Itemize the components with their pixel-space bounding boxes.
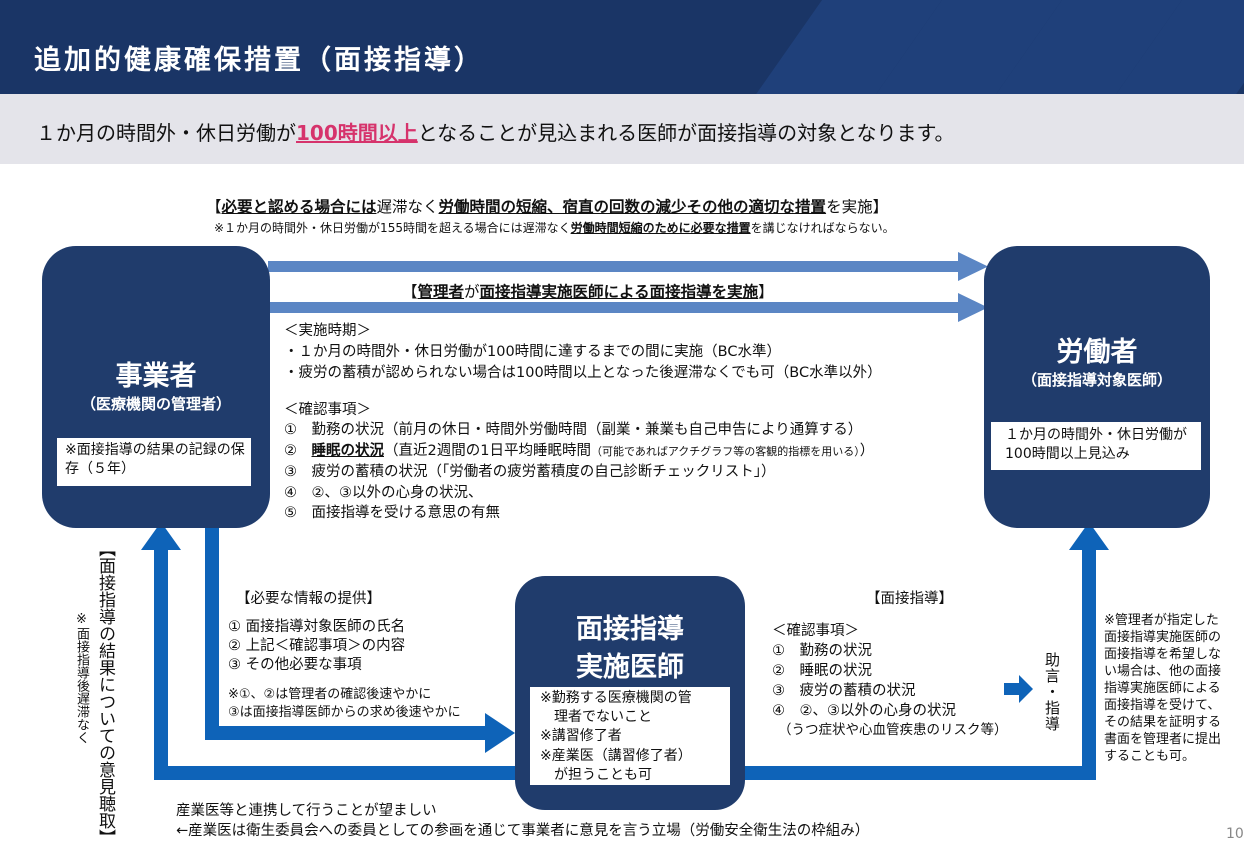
highlight-text: 100時間以上 bbox=[296, 121, 418, 145]
subtitle-banner bbox=[0, 94, 1244, 164]
info-heading: 【必要な情報の提供】 bbox=[236, 591, 381, 607]
interview-subheading: ＜確認事項＞ bbox=[772, 623, 859, 639]
worker-title: 労働者 bbox=[1056, 337, 1138, 368]
worker-note: １か月の時間外・休日労働が100時間以上見込み bbox=[990, 421, 1202, 471]
interview-item-3: ③ 疲労の蓄積の状況 bbox=[772, 683, 916, 699]
opinion-hearing-label: 【面接指導の結果についての意見聴取】 bbox=[95, 540, 115, 846]
worker-box bbox=[984, 246, 1210, 528]
employer-note: ※面接指導の結果の記録の保存（５年） bbox=[56, 437, 252, 487]
interview-item-2: ② 睡眠の状況 bbox=[772, 663, 872, 679]
timing-item-1: ・１か月の時間外・休日労働が100時間に達するまでの間に実施（BC水準） bbox=[284, 344, 781, 360]
check-item-5: ⑤ 面接指導を受ける意思の有無 bbox=[284, 505, 500, 521]
header-bar bbox=[0, 0, 1244, 94]
check-item-1: ① 勤務の状況（前月の休日・時間外労働時間（副業・兼業も自己申告により通算する） bbox=[284, 422, 863, 438]
employer-subtitle: （医療機関の管理者） bbox=[80, 395, 231, 413]
info-item-2: ② 上記＜確認事項＞の内容 bbox=[228, 638, 406, 654]
advice-label: 助言・指導 bbox=[1043, 652, 1061, 732]
doctor-title-line1: 面接指導 bbox=[576, 614, 684, 645]
worker-subtitle: （面接指導対象医師） bbox=[1021, 371, 1172, 389]
arrow-doctor-to-worker bbox=[744, 522, 1109, 780]
check-item-4: ④ ②、③以外の心身の状況、 bbox=[284, 485, 483, 501]
banner-text: １か月の時間外・休日労働が100時間以上となることが見込まれる医師が面接指導の対… bbox=[36, 121, 955, 145]
page-number: 10 bbox=[1226, 826, 1244, 842]
employer-title: 事業者 bbox=[115, 361, 197, 392]
check-item-3: ③ 疲労の蓄積の状況（「労働者の疲労蓄積度の自己診断チェックリスト」） bbox=[284, 464, 776, 480]
arrow-employer-to-worker-1 bbox=[268, 252, 988, 281]
timing-item-2: ・疲労の蓄積が認められない場合は100時間以上となった後遅滞なくでも可（BC水準… bbox=[284, 365, 882, 381]
opinion-hearing-note: ※面接指導後遅滞なく bbox=[74, 612, 89, 744]
page-title: 追加的健康確保措置（面接指導） bbox=[34, 45, 484, 76]
top-note-line1: 【必要と認める場合には遅滞なく労働時間の短縮、宿直の回数の減少その他の適切な措置… bbox=[206, 198, 889, 216]
interview-item-1: ① 勤務の状況 bbox=[772, 643, 872, 659]
right-note: ※管理者が指定した 面接指導実施医師の 面接指導を希望しな い場合は、他の面接 … bbox=[1104, 613, 1222, 764]
top-note-line2: ※１か月の時間外・休日労働が155時間を超える場合には遅滞なく労働時間短縮のため… bbox=[214, 221, 895, 235]
interview-item-4: ④ ②、③以外の心身の状況 bbox=[772, 703, 956, 719]
arrow-info-to-doctor bbox=[205, 528, 515, 753]
arrow-opinion-to-employer bbox=[141, 522, 521, 780]
check-heading: ＜確認事項＞ bbox=[284, 402, 371, 418]
interview-heading: 【面接指導】 bbox=[866, 591, 953, 607]
doctor-notes: ※勤務する医療機関の管 理者でないこと ※講習修了者 ※産業医（講習修了者） が… bbox=[529, 686, 731, 786]
info-note-1: ※①、②は管理者の確認後速やかに bbox=[228, 687, 432, 702]
bottom-note-1: 産業医等と連携して行うことが望ましい bbox=[176, 803, 437, 819]
interview-item-4-note: （うつ症状や心血管疾患のリスク等） bbox=[778, 722, 1008, 738]
bottom-note-2: ←産業医は衛生委員会への委員としての参画を通じて事業者に意見を言う立場（労働安全… bbox=[176, 823, 870, 839]
info-item-1: ① 面接指導対象医師の氏名 bbox=[228, 619, 406, 635]
doctor-title-line2: 実施医師 bbox=[576, 652, 684, 683]
arrow-employer-to-worker-2 bbox=[268, 293, 988, 322]
info-item-3: ③ その他必要な事項 bbox=[228, 657, 362, 673]
check-item-2: ② 睡眠の状況（直近2週間の1日平均睡眠時間（可能であればアクチグラフ等の客観的… bbox=[284, 443, 875, 459]
advice-arrow bbox=[1004, 675, 1033, 703]
info-note-2: ③は面接指導医師からの求め後速やかに bbox=[228, 705, 461, 720]
timing-heading: ＜実施時期＞ bbox=[284, 323, 371, 339]
interview-arrow-label: 【管理者が面接指導実施医師による面接指導を実施】 bbox=[402, 283, 774, 301]
